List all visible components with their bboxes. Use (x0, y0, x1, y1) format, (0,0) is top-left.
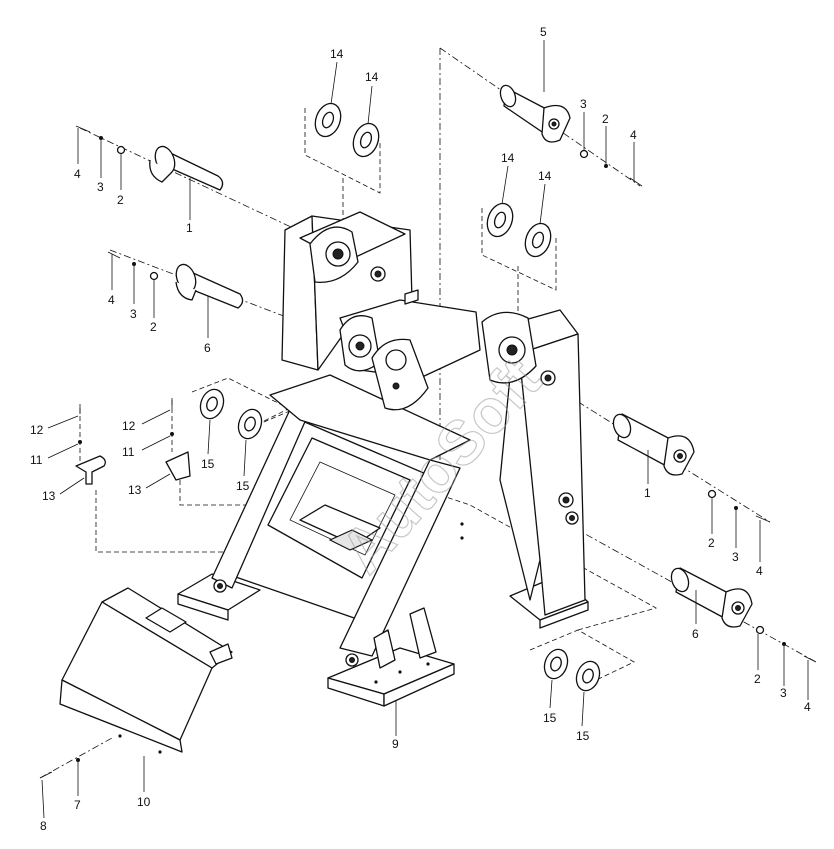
callout-12: 12 (122, 419, 136, 433)
callout-4: 4 (630, 128, 637, 142)
callout-3: 3 (732, 550, 739, 564)
callout-2: 2 (754, 672, 761, 686)
pin-part-5-right (499, 84, 571, 143)
pin-part-6-right (670, 567, 753, 628)
fasteners-parts-2-3-4 (39, 125, 817, 779)
callout-1: 1 (186, 221, 193, 235)
main-frame-part-9 (177, 211, 589, 707)
leader-lines (41, 40, 809, 819)
callout-15: 15 (201, 457, 215, 471)
callout-3: 3 (130, 307, 137, 321)
callout-3: 3 (580, 97, 587, 111)
callout-9: 9 (392, 737, 399, 751)
callout-3: 3 (97, 180, 104, 194)
callout-13: 13 (42, 489, 56, 503)
callout-10: 10 (137, 795, 151, 809)
callout-11: 11 (30, 453, 43, 467)
callout-14: 14 (365, 70, 379, 84)
callout-2: 2 (150, 320, 157, 334)
callout-14: 14 (538, 169, 552, 183)
callout-15: 15 (576, 729, 590, 743)
callout-14: 14 (330, 47, 344, 61)
callout-1: 1 (644, 486, 651, 500)
callout-4: 4 (804, 700, 811, 714)
pin-part-1-right (612, 413, 695, 476)
callout-labels: 5 14 14 14 14 4 3 2 1 4 3 2 6 3 2 4 12 1… (30, 25, 811, 833)
washers-part-15 (199, 388, 601, 692)
callout-15: 15 (543, 711, 557, 725)
callout-8: 8 (40, 819, 47, 833)
pin-part-6-left (175, 263, 244, 309)
callout-4: 4 (756, 564, 763, 578)
callout-4: 4 (108, 293, 115, 307)
callout-5: 5 (540, 25, 547, 39)
callout-12: 12 (30, 423, 44, 437)
callout-6: 6 (692, 627, 699, 641)
callout-15: 15 (236, 479, 250, 493)
callout-13: 13 (128, 483, 142, 497)
callout-7: 7 (74, 798, 81, 812)
callout-14: 14 (501, 151, 515, 165)
callout-4: 4 (74, 167, 81, 181)
callout-2: 2 (602, 112, 609, 126)
callout-11: 11 (122, 445, 135, 459)
callout-3: 3 (780, 686, 787, 700)
callout-6: 6 (204, 341, 211, 355)
pin-part-1-left (149, 145, 224, 191)
cover-plate-part-10 (59, 587, 233, 754)
callout-2: 2 (117, 193, 124, 207)
callout-2: 2 (708, 536, 715, 550)
washers-part-14 (314, 102, 552, 258)
